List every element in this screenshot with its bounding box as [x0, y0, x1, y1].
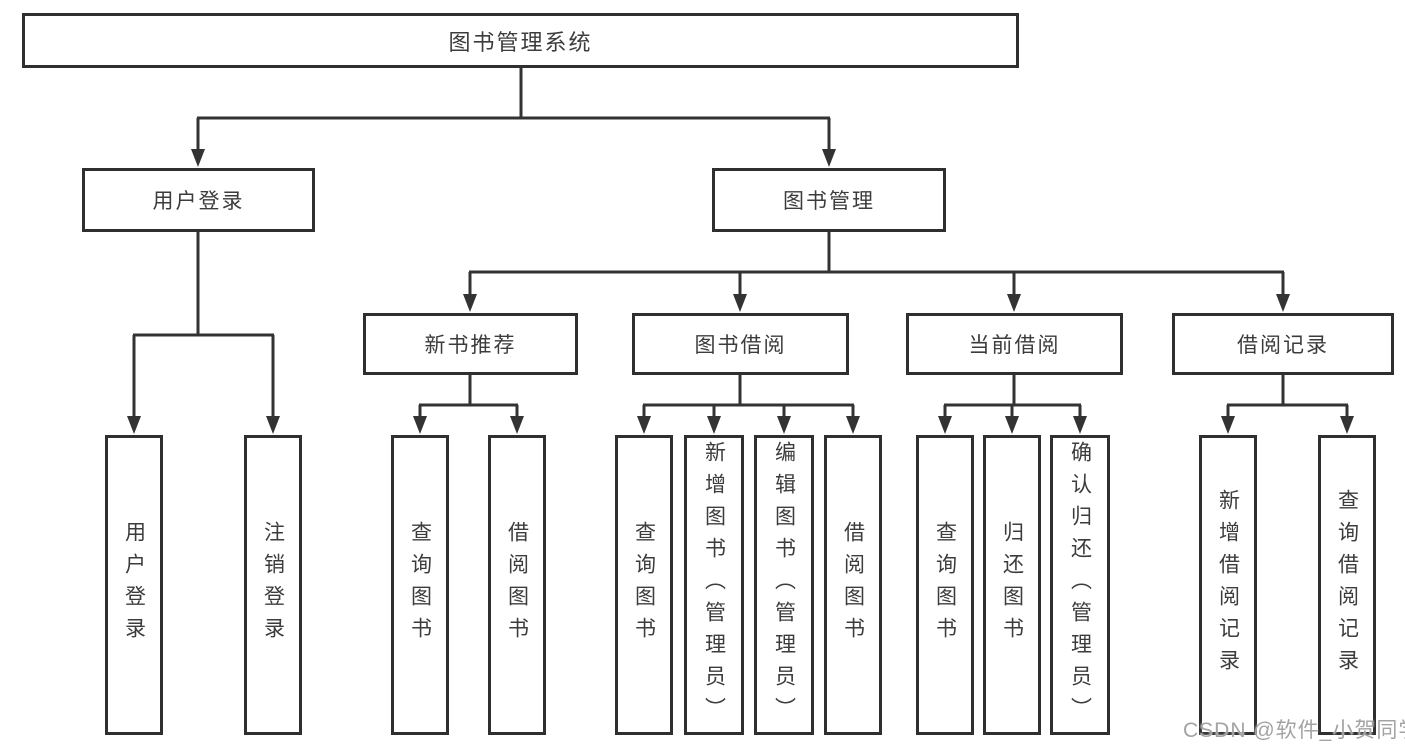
node-library-management-system: 图书管理系统: [22, 13, 1019, 68]
leaf-label: 查询借阅记录: [1335, 489, 1359, 681]
node-current-borrowing: 当前借阅: [906, 313, 1123, 375]
leaf-label: 确认归还（管理员）: [1068, 441, 1092, 729]
leaf-current-confirm-return-admin: 确认归还（管理员）: [1050, 435, 1110, 735]
leaf-label: 注销登录: [261, 521, 285, 649]
leaf-label: 新增借阅记录: [1216, 489, 1240, 681]
leaf-label: 查询图书: [408, 521, 432, 649]
node-label: 当前借阅: [968, 334, 1061, 357]
leaf-label: 借阅图书: [505, 521, 529, 649]
node-user-login: 用户登录: [82, 168, 315, 232]
leaf-current-query-books: 查询图书: [916, 435, 974, 735]
leaf-label: 用户登录: [122, 521, 146, 649]
leaf-borrowing-add-books-admin: 新增图书（管理员）: [684, 435, 744, 735]
node-borrowing-records: 借阅记录: [1172, 313, 1394, 375]
leaf-label: 借阅图书: [841, 521, 865, 649]
leaf-newbook-query-books: 查询图书: [391, 435, 449, 735]
node-label: 用户登录: [152, 190, 245, 213]
node-label: 新书推荐: [424, 334, 517, 357]
leaf-label: 归还图书: [1000, 521, 1024, 649]
leaf-label: 查询图书: [632, 521, 656, 649]
node-new-book-recommend: 新书推荐: [363, 313, 578, 375]
node-book-management: 图书管理: [712, 168, 946, 232]
tree-edges: [132, 68, 1349, 419]
leaf-label: 编辑图书（管理员）: [772, 441, 796, 729]
leaf-label: 查询图书: [933, 521, 957, 649]
leaf-label: 新增图书（管理员）: [702, 441, 726, 729]
node-label: 图书管理: [783, 190, 875, 213]
leaf-borrowing-edit-books-admin: 编辑图书（管理员）: [754, 435, 814, 735]
leaf-records-add-borrow-record: 新增借阅记录: [1199, 435, 1257, 735]
arrowhead-icons: [127, 149, 1354, 434]
node-label: 图书借阅: [694, 334, 787, 357]
node-book-borrowing: 图书借阅: [632, 313, 849, 375]
leaf-logout: 注销登录: [244, 435, 302, 735]
node-label: 借阅记录: [1237, 334, 1329, 357]
node-label: 图书管理系统: [448, 29, 593, 55]
leaf-user-login: 用户登录: [105, 435, 163, 735]
leaf-borrowing-query-books: 查询图书: [615, 435, 673, 735]
leaf-current-return-books: 归还图书: [983, 435, 1041, 735]
csdn-watermark: CSDN @软件_小贺同学: [1183, 719, 1405, 742]
leaf-newbook-borrow-books: 借阅图书: [488, 435, 546, 735]
leaf-records-query-borrow-record: 查询借阅记录: [1318, 435, 1376, 735]
leaf-borrowing-borrow-books: 借阅图书: [824, 435, 882, 735]
